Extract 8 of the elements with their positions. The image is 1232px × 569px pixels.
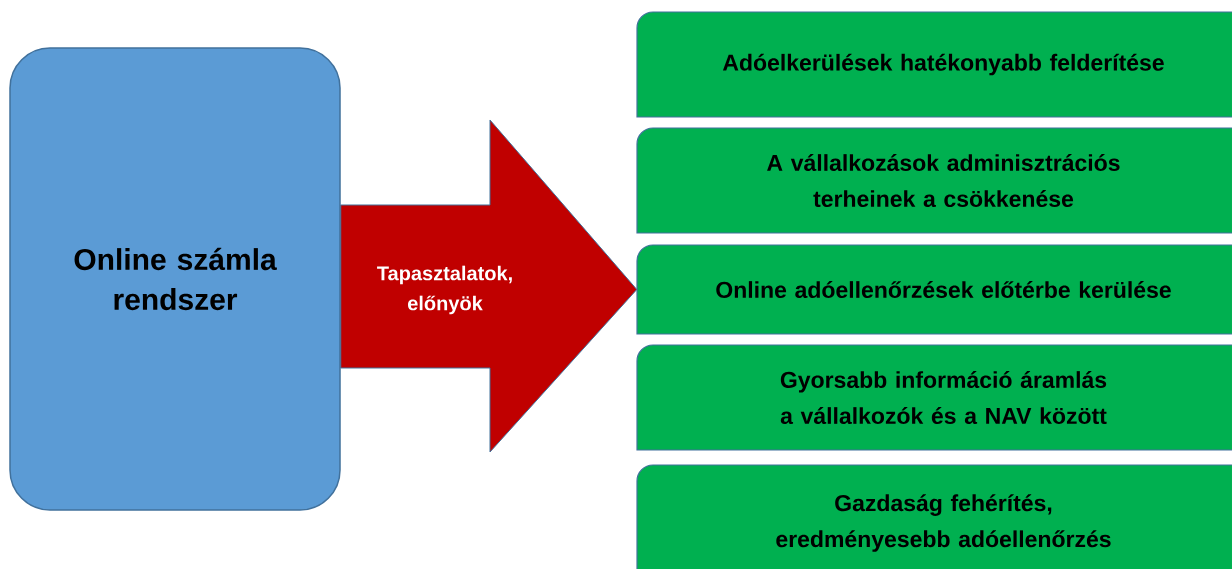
result-box: Adóelkerülések hatékonyabb felderítése bbox=[636, 11, 1232, 118]
block-arrow bbox=[340, 119, 638, 453]
result-box: Gyorsabb információ áramlás a vállalkozók és a NAV között bbox=[636, 344, 1232, 451]
edge-label: Tapasztalatok, előnyök bbox=[377, 265, 512, 315]
result-box: Online adóellenőrzések előtérbe kerülése bbox=[636, 244, 1232, 335]
result-box: Gazdaság fehérítés, eredményesebb adóellenőrzés bbox=[636, 464, 1232, 569]
system-box: Online számla rendszer bbox=[9, 47, 341, 511]
result-box: A vállalkozások adminisztrációs terheinek a csökkenése bbox=[636, 127, 1232, 234]
